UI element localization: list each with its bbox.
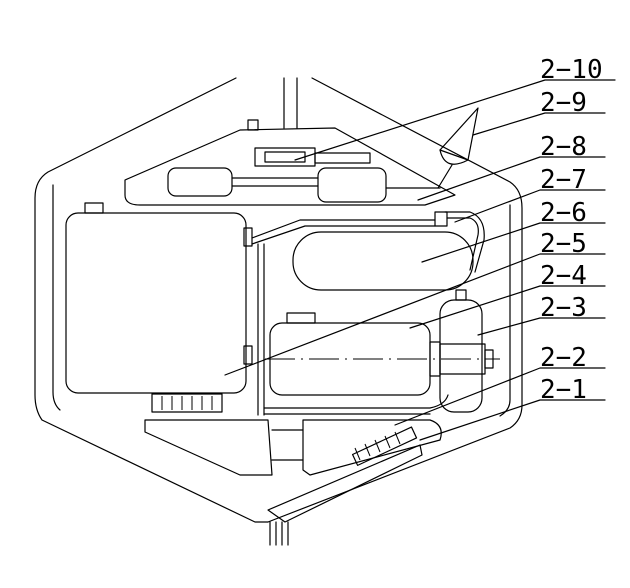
bottom-strut	[267, 426, 423, 546]
top-mast	[283, 77, 298, 129]
label-2-6: 2−6	[540, 198, 587, 228]
capsule-tank	[292, 231, 474, 291]
label-2-10: 2−10	[540, 55, 603, 85]
label-2-2: 2−2	[540, 343, 587, 373]
label-2-3: 2−3	[540, 293, 587, 323]
callout-labels: 2−10 2−9 2−8 2−7 2−6 2−5 2−4 2−3 2−2 2−1	[540, 55, 603, 405]
label-2-8: 2−8	[540, 132, 587, 162]
outer-hull	[34, 77, 523, 523]
label-2-9: 2−9	[540, 88, 587, 118]
side-cylinder	[439, 289, 494, 413]
leader-lines	[224, 79, 616, 441]
label-2-1: 2−1	[540, 375, 587, 405]
label-2-5: 2−5	[540, 229, 587, 259]
main-tank	[65, 202, 253, 413]
lower-compartments	[144, 419, 442, 476]
upper-compartment	[124, 119, 456, 206]
cone-sensor	[437, 107, 479, 189]
motor-cylinder	[265, 312, 500, 396]
label-2-7: 2−7	[540, 165, 587, 195]
label-2-4: 2−4	[540, 261, 587, 291]
